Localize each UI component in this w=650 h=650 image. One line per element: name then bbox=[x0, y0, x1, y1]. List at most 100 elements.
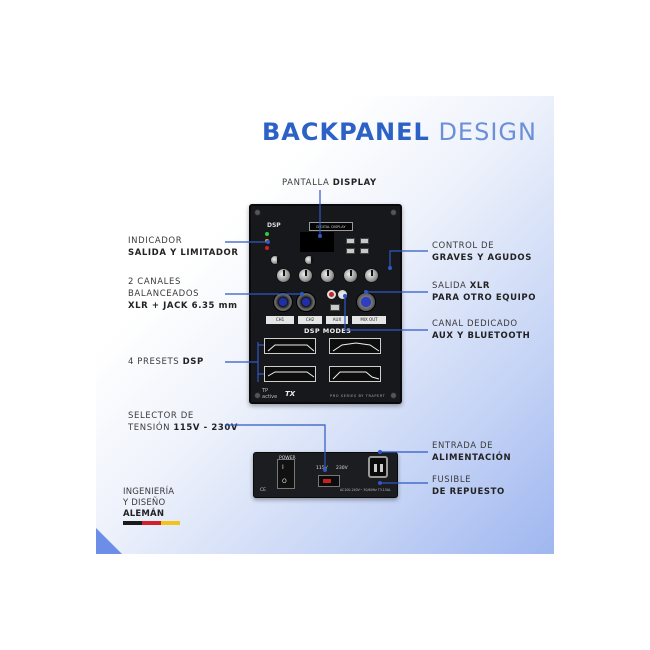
callout-canales-line2: BALANCEADOS bbox=[128, 289, 200, 299]
ingenieria-line2: Y DISEÑO bbox=[123, 498, 166, 508]
callout-presets: 4 PRESETS DSP bbox=[128, 356, 204, 368]
ch2-volume-knob[interactable] bbox=[298, 268, 313, 283]
voltage-low-label: 115V bbox=[316, 466, 328, 471]
callout-canal-line2: AUX Y BLUETOOTH bbox=[432, 331, 531, 341]
callout-selector-line2-plain: TENSIÓN bbox=[128, 423, 174, 433]
callout-salida-line2: PARA OTRO EQUIPO bbox=[432, 293, 537, 303]
callout-selector-line2-bold: 115V - 230V bbox=[173, 423, 239, 433]
select-knob[interactable] bbox=[304, 255, 314, 265]
callout-presets-plain: 4 PRESETS bbox=[128, 357, 183, 367]
lcd-screen bbox=[300, 232, 334, 252]
callout-entrada-line1: ENTRADA DE bbox=[432, 441, 494, 451]
callout-presets-bold: DSP bbox=[182, 357, 204, 367]
callout-entrada: ENTRADA DE ALIMENTACIÓN bbox=[432, 440, 511, 464]
treble-down-button[interactable] bbox=[360, 238, 369, 244]
callout-ingenieria: INGENIERÍA Y DISEÑO ALEMÁN bbox=[123, 487, 174, 520]
power-on-symbol: I bbox=[282, 464, 284, 471]
flag-red bbox=[142, 521, 161, 525]
callout-selector: SELECTOR DE TENSIÓN 115V - 230V bbox=[128, 410, 238, 434]
treble-knob[interactable] bbox=[364, 268, 379, 283]
flag-gold bbox=[161, 521, 180, 525]
preset-curve-icon bbox=[332, 371, 380, 380]
xlr-output-jack[interactable] bbox=[356, 292, 376, 312]
aux-rca-right[interactable] bbox=[338, 290, 347, 299]
mode-knob[interactable] bbox=[270, 255, 280, 265]
bass-down-button[interactable] bbox=[360, 248, 369, 254]
preset-vocal bbox=[329, 338, 381, 354]
callout-fusible: FUSIBLE DE REPUESTO bbox=[432, 474, 505, 498]
lcd-label: DIGITAL DISPLAY bbox=[309, 222, 353, 231]
led-clip-icon bbox=[265, 246, 269, 250]
screw-icon bbox=[254, 392, 261, 399]
brand-sub-text: active bbox=[262, 394, 278, 400]
inlet-pin bbox=[374, 464, 377, 472]
ch1-combo-jack[interactable] bbox=[273, 292, 293, 312]
power-rocker-switch[interactable]: I O bbox=[277, 459, 295, 489]
brand-series: PRO SERIES BY TRAPERT bbox=[330, 394, 386, 398]
preset-standard bbox=[264, 338, 316, 354]
led-limit-icon bbox=[265, 239, 269, 243]
bluetooth-button[interactable] bbox=[330, 304, 340, 311]
flag-black bbox=[123, 521, 142, 525]
preset-curve-icon bbox=[267, 344, 315, 352]
aux-volume-knob[interactable] bbox=[320, 268, 335, 283]
ingenieria-line3: ALEMÁN bbox=[123, 509, 165, 519]
ingenieria-line1: INGENIERÍA bbox=[123, 487, 175, 497]
inlet-pin bbox=[380, 464, 383, 472]
callout-fusible-line1: FUSIBLE bbox=[432, 475, 472, 485]
callout-canales-line3: XLR + JACK 6.35 mm bbox=[128, 301, 238, 311]
screw-icon bbox=[254, 209, 261, 216]
screw-icon bbox=[390, 209, 397, 216]
dsp-tag: DSP bbox=[267, 222, 281, 229]
callout-indicador-line2: SALIDA Y LIMITADOR bbox=[128, 248, 239, 258]
ch1-label: CH1 bbox=[266, 316, 294, 324]
aux-label: AUX bbox=[326, 316, 348, 324]
voltage-indicator bbox=[323, 479, 331, 483]
callout-salida: SALIDA XLR PARA OTRO EQUIPO bbox=[432, 280, 536, 304]
dsp-modes-title: DSP MODES bbox=[304, 327, 352, 335]
aux-rca-left[interactable] bbox=[327, 290, 336, 299]
preset-live bbox=[264, 366, 316, 382]
callout-indicador: INDICADOR SALIDA Y LIMITADOR bbox=[128, 235, 239, 259]
bass-knob[interactable] bbox=[343, 268, 358, 283]
power-off-symbol: O bbox=[282, 478, 287, 485]
mix-out-label: MIX OUT bbox=[352, 316, 386, 324]
callout-canal-line1: CANAL DEDICADO bbox=[432, 319, 518, 329]
title-bold: BACKPANEL bbox=[262, 118, 430, 146]
callout-control: CONTROL DE GRAVES Y AGUDOS bbox=[432, 240, 532, 264]
corner-accent bbox=[96, 528, 122, 554]
voltage-high-label: 230V bbox=[336, 466, 348, 471]
preset-curve-icon bbox=[332, 342, 380, 352]
preset-curve-icon bbox=[267, 371, 315, 378]
callout-canales-line1: 2 CANALES bbox=[128, 277, 181, 287]
fuse-rating-text: AC100-240V~ 50/60Hz T3.15AL bbox=[340, 488, 391, 492]
power-inlet-icon[interactable] bbox=[368, 456, 388, 478]
bass-up-button[interactable] bbox=[346, 248, 355, 254]
page-title: BACKPANEL DESIGN bbox=[262, 118, 537, 146]
callout-control-line2: GRAVES Y AGUDOS bbox=[432, 253, 532, 263]
brand-logo-icon: TX bbox=[285, 390, 296, 398]
callout-canal: CANAL DEDICADO AUX Y BLUETOOTH bbox=[432, 318, 530, 342]
callout-selector-line1: SELECTOR DE bbox=[128, 411, 194, 421]
callout-pantalla-plain: PANTALLA bbox=[282, 178, 333, 188]
callout-canales: 2 CANALES BALANCEADOS XLR + JACK 6.35 mm bbox=[128, 276, 238, 312]
callout-control-line1: CONTROL DE bbox=[432, 241, 495, 251]
callout-pantalla: PANTALLA DISPLAY bbox=[282, 177, 377, 189]
german-flag-stripe bbox=[123, 521, 180, 525]
ch2-combo-jack[interactable] bbox=[296, 292, 316, 312]
callout-indicador-line1: INDICADOR bbox=[128, 236, 183, 246]
ch2-label: CH2 bbox=[298, 316, 322, 324]
callout-salida-bold: XLR bbox=[469, 281, 491, 291]
callout-salida-plain: SALIDA bbox=[432, 281, 470, 291]
title-light: DESIGN bbox=[438, 118, 537, 146]
voltage-selector-switch[interactable] bbox=[318, 475, 340, 487]
callout-pantalla-bold: DISPLAY bbox=[332, 178, 377, 188]
callout-entrada-line2: ALIMENTACIÓN bbox=[432, 453, 512, 463]
treble-up-button[interactable] bbox=[346, 238, 355, 244]
preset-monitor bbox=[329, 366, 381, 382]
brand-left-text: TP bbox=[262, 388, 269, 394]
ce-mark: CE bbox=[260, 488, 266, 493]
screw-icon bbox=[390, 392, 397, 399]
ch1-volume-knob[interactable] bbox=[276, 268, 291, 283]
